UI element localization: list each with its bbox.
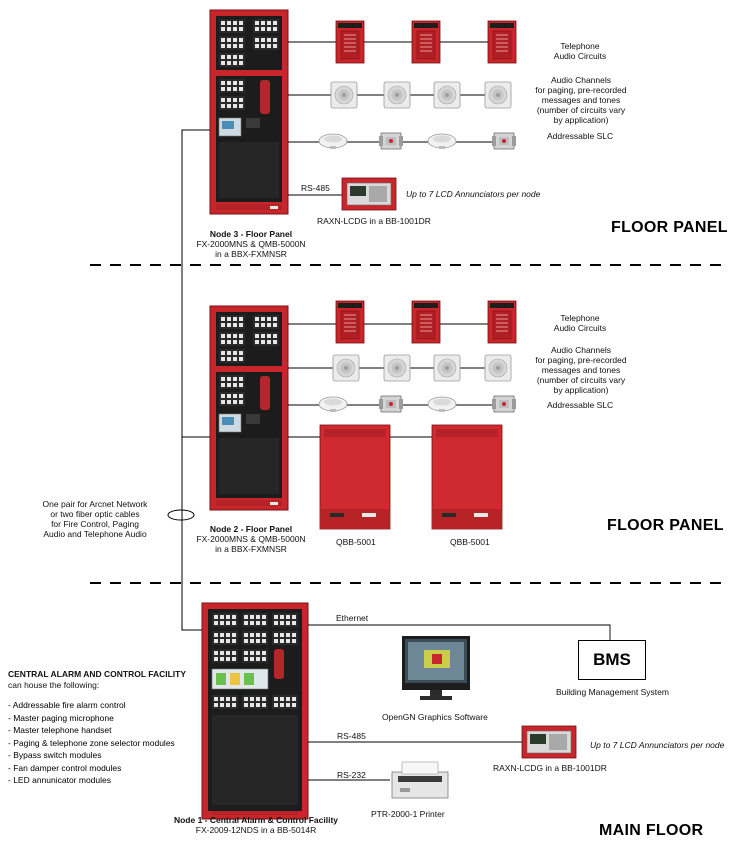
bms-box: BMS (578, 640, 646, 680)
node3-wiring (288, 41, 506, 196)
bms-caption: Building Management System (556, 687, 669, 697)
section-title-top: FLOOR PANEL (611, 219, 728, 236)
ethernet-label: Ethernet (336, 613, 369, 623)
node2-speaker-4 (484, 354, 512, 382)
qbb-label-2: QBB-5001 (450, 537, 490, 547)
node2-module-1 (378, 395, 404, 413)
printer-icon (391, 761, 449, 799)
node2-module-2 (491, 395, 517, 413)
node2-speaker-2 (383, 354, 411, 382)
node2-speaker-1 (332, 354, 360, 382)
node2-detector-1 (318, 396, 348, 413)
node3-annunciator (341, 177, 397, 211)
node2-detector-2 (427, 396, 457, 413)
printer-label: PTR-2000-1 Printer (371, 809, 445, 819)
node2-telephone-cabinet-3 (487, 300, 517, 344)
node3-speaker-4 (484, 81, 512, 109)
node1-raxn-label: RAXN-LCDG in a BB-1001DR (493, 763, 607, 773)
qbb-cabinet-1 (319, 424, 391, 530)
rs232-label: RS-232 (337, 770, 366, 780)
node1-caption: Node 1 - Central Alarm & Control Facilit… (173, 815, 339, 835)
node2-telephone-cabinet-1 (335, 300, 365, 344)
section-title-bottom: MAIN FLOOR (599, 822, 704, 839)
list-item: - LED annunicator modules (8, 775, 112, 785)
list-item: - Addressable fire alarm control (8, 700, 126, 710)
opengn-label: OpenGN Graphics Software (382, 712, 488, 722)
node3-telephone-cabinet-1 (335, 20, 365, 64)
central-feature-list: - Addressable fire alarm control - Maste… (8, 699, 175, 787)
central-subheading: can house the following: (8, 680, 100, 690)
list-item: - Master paging microphone (8, 712, 114, 723)
list-item: - Fan damper control modules (8, 762, 122, 773)
qbb-cabinet-2 (431, 424, 503, 530)
node2-telephone-cabinet-2 (411, 300, 441, 344)
node3-speaker-1 (330, 81, 358, 109)
node1-rs485-label: RS-485 (337, 731, 366, 741)
node2-panel (210, 306, 288, 510)
section-title-middle: FLOOR PANEL (607, 517, 724, 534)
node3-module-2 (491, 132, 517, 150)
node2-speaker-3 (433, 354, 461, 382)
node1-panel (202, 603, 308, 819)
node2-slc-label: Addressable SLC (547, 400, 614, 410)
qbb-label-1: QBB-5001 (336, 537, 376, 547)
monitor-icon (402, 636, 470, 700)
section-dividers (90, 264, 722, 584)
node3-annunciator-note: Up to 7 LCD Annunciators per node (406, 189, 541, 199)
node1-annunciator-note: Up to 7 LCD Annunciators per node (590, 740, 725, 750)
node3-speaker-2 (383, 81, 411, 109)
node1-wiring (308, 624, 611, 781)
node3-slc-label: Addressable SLC (547, 131, 614, 141)
node3-telephone-cabinet-2 (411, 20, 441, 64)
node3-rs485-label: RS-485 (301, 183, 330, 193)
network-backbone (167, 129, 218, 631)
node3-detector-2 (427, 133, 457, 150)
node3-module-1 (378, 132, 404, 150)
list-item: - Paging & telephone zone selector modul… (8, 737, 175, 748)
node3-telephone-cabinet-3 (487, 20, 517, 64)
node3-detector-1 (318, 133, 348, 150)
node3-panel (210, 10, 288, 214)
node3-raxn-label: RAXN-LCDG in a BB-1001DR (317, 216, 431, 226)
list-item: - Bypass switch modules (8, 750, 102, 760)
list-item: - Master telephone handset (8, 725, 112, 735)
central-heading: CENTRAL ALARM AND CONTROL FACILITY (8, 669, 187, 679)
node3-speaker-3 (433, 81, 461, 109)
node1-annunciator (521, 725, 577, 759)
